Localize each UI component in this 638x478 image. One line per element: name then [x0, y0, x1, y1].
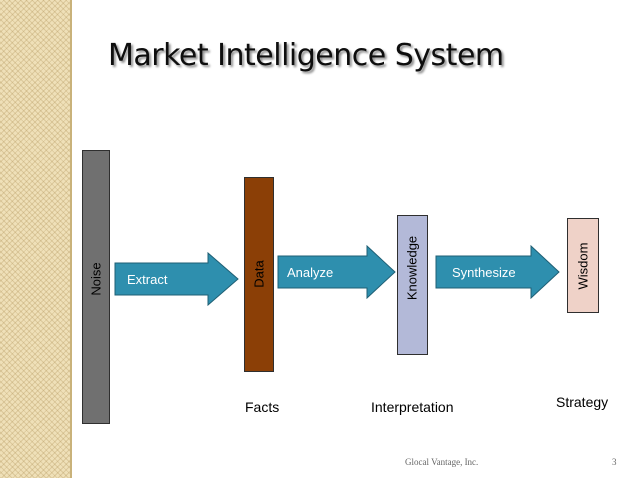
- synthesize-label: Synthesize: [452, 265, 516, 280]
- wisdom-label: Wisdom: [575, 242, 591, 290]
- decorative-side-stripe: [0, 0, 70, 478]
- analyze-arrow: [277, 245, 396, 299]
- extract-label: Extract: [127, 272, 168, 287]
- knowledge-label: Knowledge: [404, 235, 420, 301]
- noise-label: Noise: [88, 262, 104, 296]
- data-bar: [244, 177, 274, 372]
- noise-bar: [82, 150, 110, 424]
- extract-arrow: [114, 252, 239, 306]
- strategy-caption: Strategy: [556, 394, 609, 410]
- synthesize-arrow: [435, 245, 560, 299]
- footer-company: Glocal Vantage, Inc.: [405, 457, 479, 467]
- knowledge-bar: [397, 215, 428, 355]
- wisdom-bar: [567, 218, 599, 313]
- footer-page-number: 3: [612, 457, 617, 467]
- analyze-label: Analyze: [287, 265, 334, 280]
- slide-title: Market Intelligence System: [108, 38, 504, 73]
- data-label: Data: [251, 260, 267, 288]
- side-stripe-border: [70, 0, 72, 478]
- facts-caption: Facts: [245, 399, 280, 415]
- interpretation-caption: Interpretation: [371, 399, 454, 415]
